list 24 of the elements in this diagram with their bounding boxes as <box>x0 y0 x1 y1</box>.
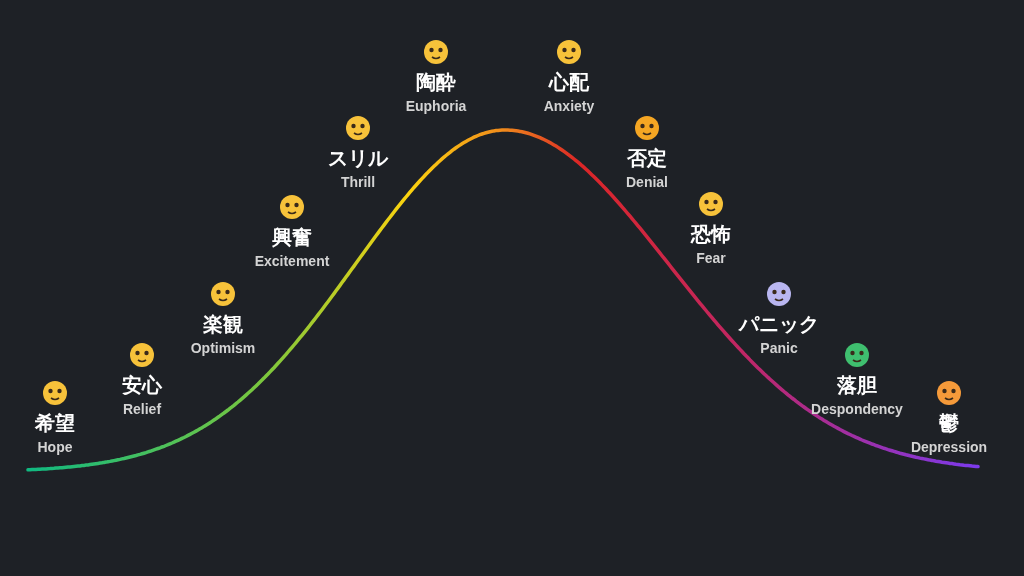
stage-translation: Denial <box>626 174 668 190</box>
stage-translation: Despondency <box>811 401 903 417</box>
stage-label: 鬱 <box>939 409 959 437</box>
stage-label: 陶酔 <box>416 68 456 96</box>
stage-label: 落胆 <box>837 371 877 399</box>
stage-translation: Optimism <box>190 340 256 356</box>
stage-label: パニック <box>739 310 819 338</box>
stage-translation: Thrill <box>340 174 376 190</box>
stage-label: 安心 <box>122 371 162 399</box>
stage-label: 興奮 <box>272 223 312 251</box>
stage-translation: Anxiety <box>543 98 595 114</box>
stage-translation: Hope <box>37 439 73 455</box>
stage-label: 楽観 <box>203 310 243 338</box>
stage-label: 恐怖 <box>691 220 731 248</box>
stage-label: 否定 <box>627 144 667 172</box>
stage-label: 心配 <box>549 68 589 96</box>
stage-translation: Panic <box>760 340 798 356</box>
stage-translation: Euphoria <box>405 98 467 114</box>
stage-label: 希望 <box>35 409 75 437</box>
stage-translation: Excitement <box>254 253 330 269</box>
stage-label: スリル <box>328 144 388 172</box>
stage-translation: Relief <box>122 401 162 417</box>
stage-translation: Depression <box>910 439 988 455</box>
stage-translation: Fear <box>696 250 726 266</box>
